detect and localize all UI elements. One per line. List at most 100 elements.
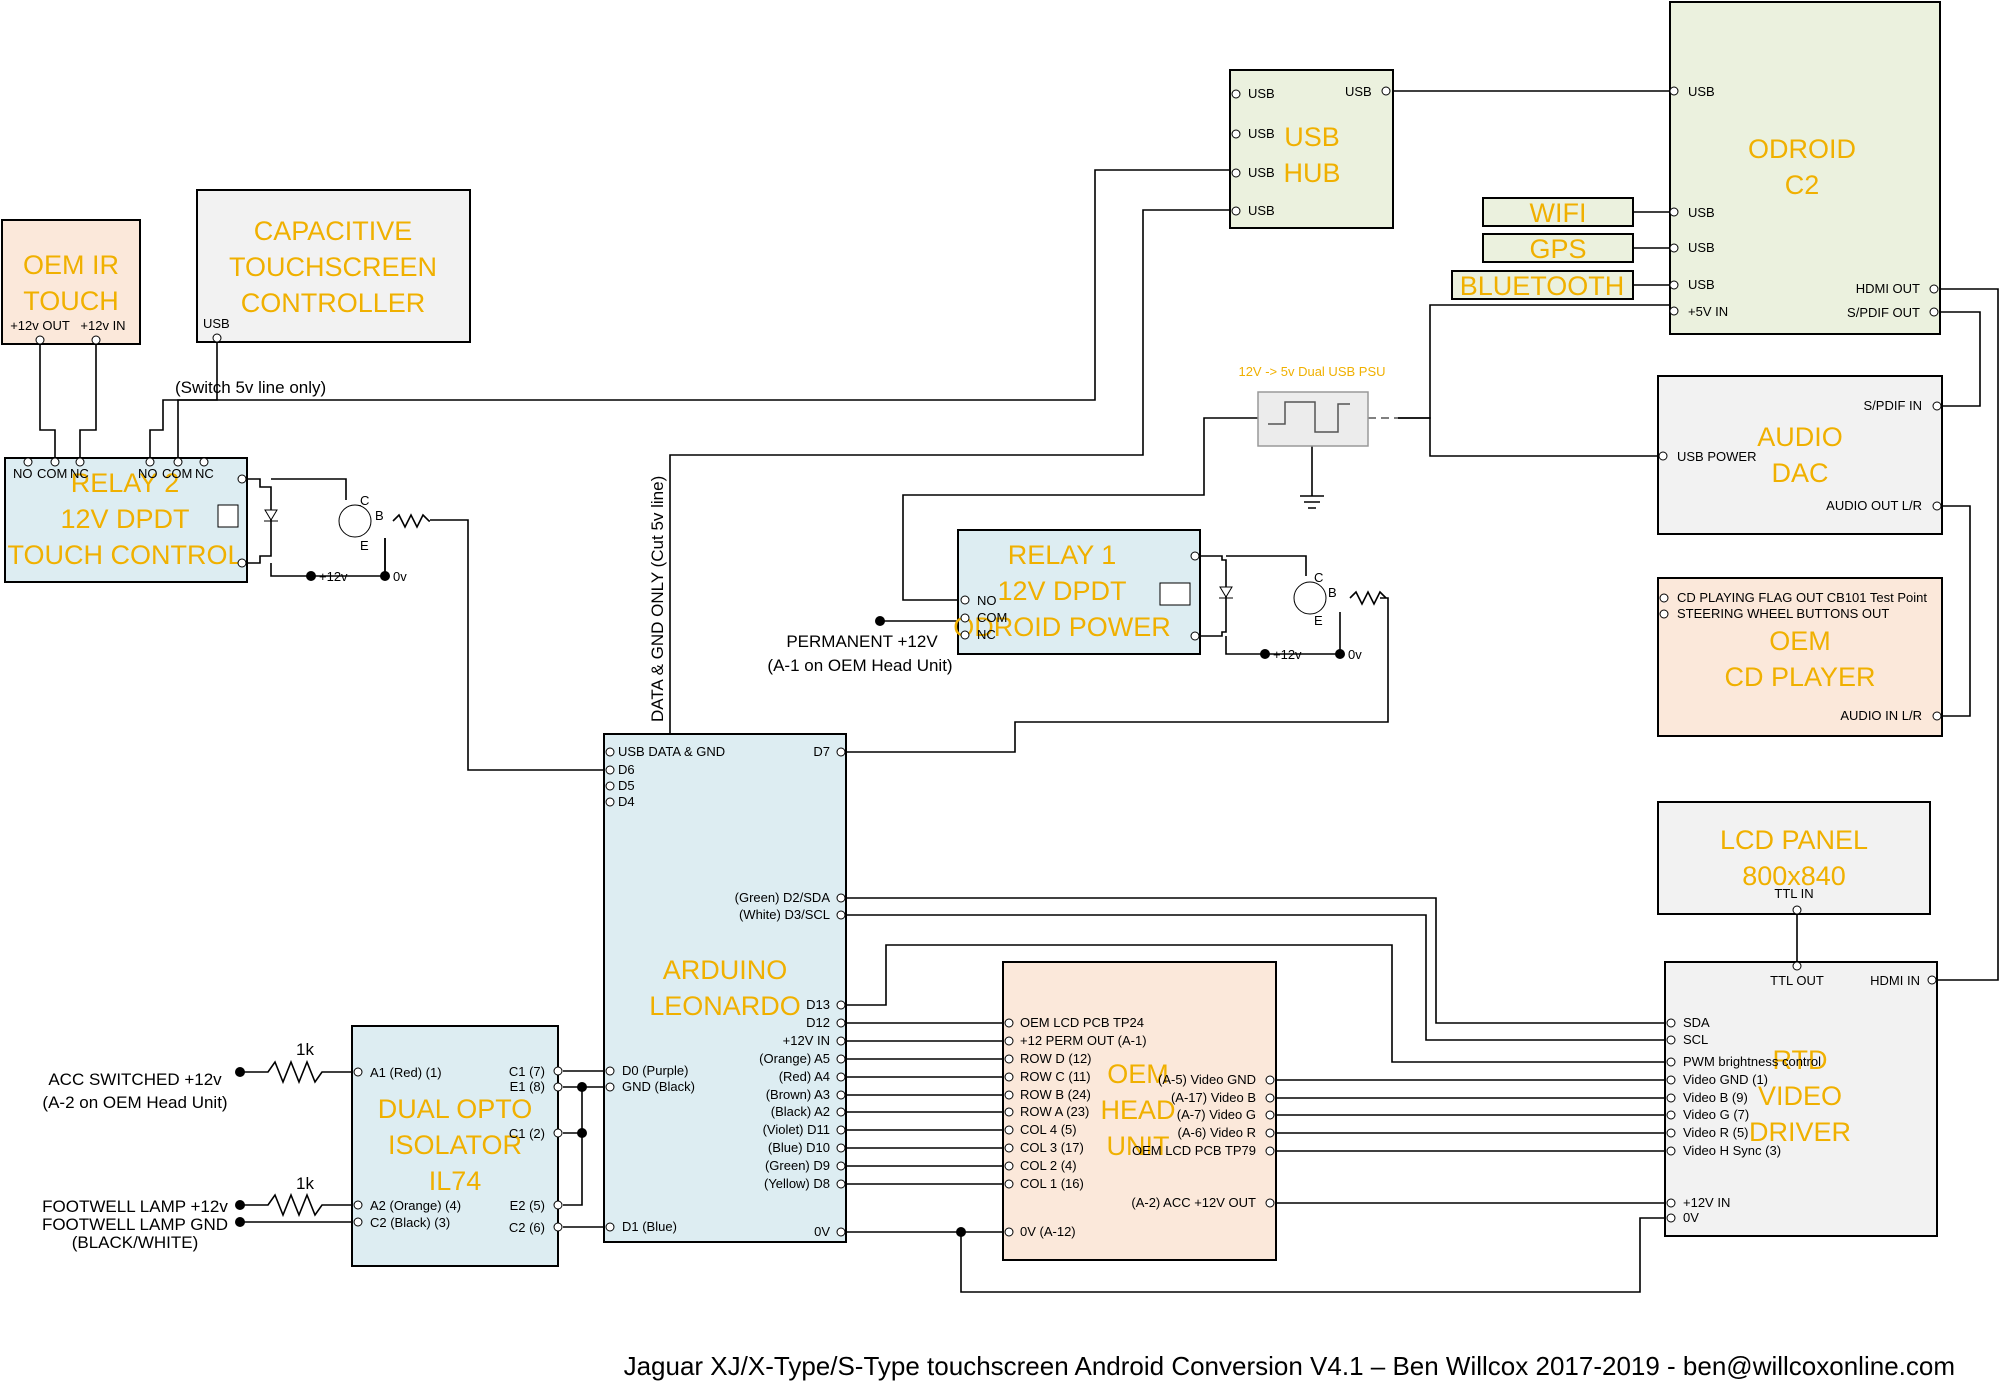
relay2-box: RELAY 2 12V DPDT TOUCH CONTROL NO COM NC… — [4, 457, 248, 583]
relay2-pin-no-2: NO — [138, 466, 158, 481]
note-data-gnd-only: DATA & GND ONLY (Cut 5v line) — [648, 476, 667, 722]
head-unit-pin-left-1: +12 PERM OUT (A-1) — [1020, 1033, 1147, 1048]
arduino-pin-right-12: (Green) D9 — [765, 1158, 830, 1173]
rtd-title-1: RTD — [1772, 1045, 1827, 1075]
relay1-box: RELAY 1 12V DPDT ODROID POWER NO COM NC — [953, 529, 1201, 655]
rtd-pin-0: SDA — [1683, 1015, 1710, 1030]
arduino-pin-right-5: +12V IN — [783, 1033, 830, 1048]
opto-pin-c2-left: C2 (Black) (3) — [370, 1215, 450, 1230]
head-unit-pin-right-3: (A-6) Video R — [1177, 1125, 1256, 1140]
cap-touch-title-3: CONTROLLER — [241, 288, 426, 318]
opto-isolator-box: DUAL OPTO ISOLATOR IL74 A1 (Red) (1) A2 … — [351, 1025, 563, 1267]
opto-pin-e1-8: E1 (8) — [510, 1079, 545, 1094]
arduino-pin-right-4: D12 — [806, 1015, 830, 1030]
rtd-pin-5: Video G (7) — [1683, 1107, 1749, 1122]
usb-hub-pin-3: USB — [1248, 165, 1275, 180]
usb-psu: 12V -> 5v Dual USB PSU — [1204, 364, 1398, 447]
audio-dac-pin-usb-power: USB POWER — [1677, 449, 1756, 464]
arduino-pin-bottom-1: GND (Black) — [622, 1079, 695, 1094]
oem-ir-pin-12v-in: +12v IN — [80, 318, 125, 333]
relay2-transistor-c: C — [360, 493, 369, 508]
arduino-title-2: LEONARDO — [649, 991, 801, 1021]
head-unit-pin-right-5: (A-2) ACC +12V OUT — [1131, 1195, 1256, 1210]
cap-touch-pin-usb: USB — [203, 316, 230, 331]
footer-credit: Jaguar XJ/X-Type/S-Type touchscreen Andr… — [624, 1351, 1955, 1381]
head-unit-pin-right-4: OEM LCD PCB TP79 — [1132, 1143, 1256, 1158]
relay1-transistor-circuit: C B E +12v 0v — [875, 570, 1362, 662]
relay1-pin-no: NO — [977, 593, 997, 608]
lcd-panel-title-2: 800x840 — [1742, 861, 1846, 891]
usb-hub-pin-1: USB — [1248, 86, 1275, 101]
gps-box: GPS — [1482, 233, 1670, 264]
odroid-pin-hdmi-out: HDMI OUT — [1856, 281, 1920, 296]
head-unit-pin-left-10: 0V (A-12) — [1020, 1224, 1076, 1239]
odroid-pin-usb-2: USB — [1688, 205, 1715, 220]
opto-pin-e2-5: E2 (5) — [510, 1198, 545, 1213]
head-unit-pin-right-1: (A-17) Video B — [1171, 1090, 1256, 1105]
oem-ir-touch-box: OEM IR TOUCH +12v OUT +12v IN — [1, 219, 141, 345]
rtd-pin-2: PWM brightness control — [1683, 1054, 1821, 1069]
head-unit-pin-right-2: (A-7) Video G — [1177, 1107, 1256, 1122]
note-acc-switched: ACC SWITCHED +12v — [48, 1070, 222, 1089]
note-footwell-12v: FOOTWELL LAMP +12v — [42, 1197, 228, 1216]
oem-head-unit-box: OEM HEAD UNIT OEM LCD PCB TP24+12 PERM O… — [1002, 961, 1277, 1261]
note-permanent-a1: (A-1 on OEM Head Unit) — [767, 656, 952, 675]
note-permanent-12v: PERMANENT +12V — [786, 632, 938, 651]
arduino-pin-right-0: D7 — [813, 744, 830, 759]
odroid-pin-usb-3: USB — [1688, 240, 1715, 255]
oem-ir-pin-12v-out: +12v OUT — [10, 318, 70, 333]
opto-title-3: IL74 — [429, 1166, 482, 1196]
relay2-0v-label: 0v — [393, 569, 407, 584]
cap-touch-title-1: CAPACITIVE — [254, 216, 413, 246]
oem-ir-title-1: OEM IR — [23, 250, 119, 280]
arduino-pin-right-3: D13 — [806, 997, 830, 1012]
relay2-pin-no-1: NO — [13, 466, 33, 481]
opto-pin-a1: A1 (Red) (1) — [370, 1065, 442, 1080]
note-switch-5v: (Switch 5v line only) — [175, 378, 326, 397]
lcd-panel-pin-ttl-in: TTL IN — [1774, 886, 1813, 901]
odroid-pin-usb-1: USB — [1688, 84, 1715, 99]
wires — [39, 90, 1999, 1293]
opto-pin-c2-6: C2 (6) — [509, 1220, 545, 1235]
rtd-pin-ttl-out: TTL OUT — [1770, 973, 1824, 988]
arduino-pin-right-6: (Orange) A5 — [759, 1051, 830, 1066]
relay1-title-2: 12V DPDT — [997, 576, 1126, 606]
cd-player-title-1: OEM — [1769, 626, 1831, 656]
cd-player-pin-flag: CD PLAYING FLAG OUT CB101 Test Point — [1677, 590, 1927, 605]
rtd-pin-hdmi-in: HDMI IN — [1870, 973, 1920, 988]
rtd-title-2: VIDEO — [1758, 1081, 1842, 1111]
rtd-title-3: DRIVER — [1749, 1117, 1851, 1147]
arduino-pin-0: USB DATA & GND — [618, 744, 725, 759]
relay2-pin-com-1: COM — [37, 466, 67, 481]
arduino-pin-right-11: (Blue) D10 — [768, 1140, 830, 1155]
relay2-title-3: TOUCH CONTROL — [7, 540, 242, 570]
odroid-title-2: C2 — [1785, 170, 1820, 200]
head-unit-pin-left-4: ROW B (24) — [1020, 1087, 1091, 1102]
oem-ir-title-2: TOUCH — [23, 286, 119, 316]
relay2-pin-nc-1: NC — [70, 466, 89, 481]
wifi-box: WIFI — [1482, 197, 1670, 228]
bluetooth-title: BLUETOOTH — [1460, 271, 1625, 301]
oem-cd-player-box: OEM CD PLAYER CD PLAYING FLAG OUT CB101 … — [1657, 577, 1943, 737]
arduino-pin-right-8: (Brown) A3 — [766, 1087, 830, 1102]
rtd-pin-7: Video H Sync (3) — [1683, 1143, 1781, 1158]
odroid-pin-spdif-out: S/PDIF OUT — [1847, 305, 1920, 320]
usb-hub-pin-4: USB — [1248, 203, 1275, 218]
cd-player-pin-audio-in: AUDIO IN L/R — [1840, 708, 1922, 723]
arduino-pin-1: D6 — [618, 762, 635, 777]
relay2-12v-label: +12v — [319, 569, 348, 584]
rtd-pin-3: Video GND (1) — [1683, 1072, 1768, 1087]
odroid-title-1: ODROID — [1748, 134, 1856, 164]
usb-hub-title-2: HUB — [1283, 158, 1340, 188]
head-unit-title-2: HEAD — [1100, 1095, 1175, 1125]
opto-pin-c1-2: C1 (2) — [509, 1126, 545, 1141]
cap-touch-title-2: TOUCHSCREEN — [229, 252, 437, 282]
arduino-pin-3: D4 — [618, 794, 635, 809]
head-unit-pin-left-0: OEM LCD PCB TP24 — [1020, 1015, 1144, 1030]
note-footwell-gnd: FOOTWELL LAMP GND — [42, 1215, 228, 1234]
relay1-12v-label: +12v — [1273, 647, 1302, 662]
relay1-transistor-e: E — [1314, 613, 1323, 628]
rtd-video-driver-box: RTD VIDEO DRIVER TTL OUT HDMI IN SDASCLP… — [1664, 961, 1938, 1237]
head-unit-pin-left-9: COL 1 (16) — [1020, 1176, 1084, 1191]
